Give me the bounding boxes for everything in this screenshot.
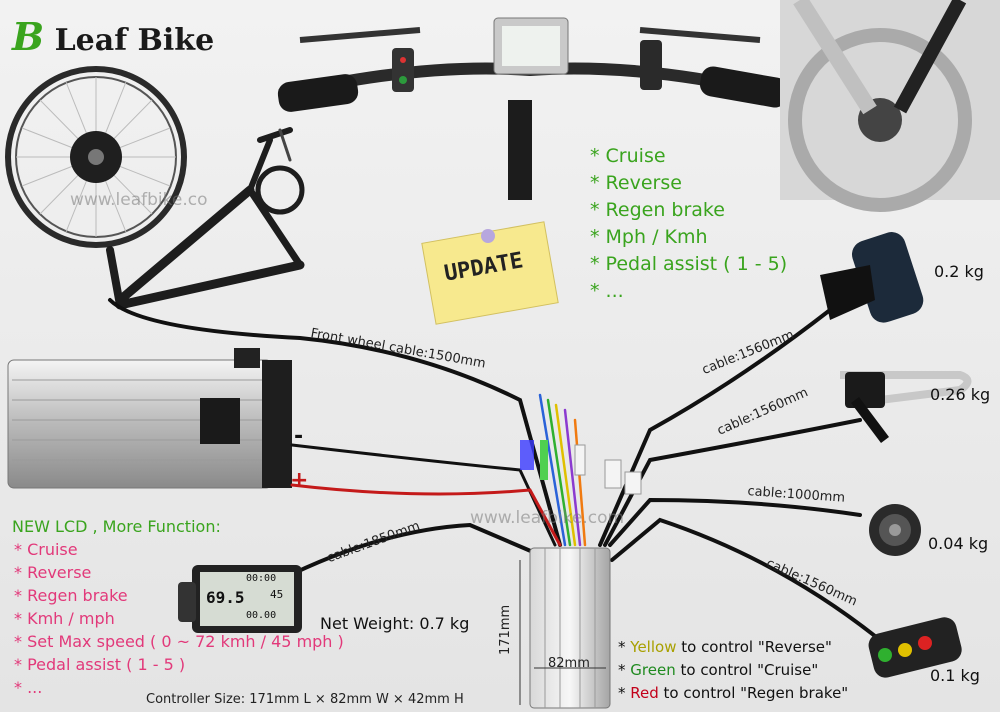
weight-pas: 0.04 kg bbox=[928, 534, 989, 553]
feature-item: * Reverse bbox=[590, 172, 682, 194]
feature-item: * Mph / Kmh bbox=[590, 226, 708, 248]
lcd-display bbox=[178, 565, 302, 633]
controller-size-text: Controller Size: 171mm L × 82mm W × 42mm… bbox=[146, 692, 464, 707]
handlebar bbox=[277, 17, 789, 200]
update-note bbox=[421, 221, 559, 325]
watermark: www.leafbike.com bbox=[470, 508, 625, 528]
lcd-feature-item: * Set Max speed ( 0 ~ 72 kmh / 45 mph ) bbox=[14, 632, 344, 651]
lcd-feature-item: * Regen brake bbox=[14, 586, 128, 605]
weight-switch: 0.1 kg bbox=[930, 666, 980, 685]
legend-green: * Green to control "Cruise" bbox=[618, 661, 818, 679]
brand-name: Leaf Bike bbox=[54, 23, 215, 58]
lcd-feature-item: * Cruise bbox=[14, 540, 78, 559]
hub-motor-wheel bbox=[5, 66, 187, 248]
bike-frame bbox=[106, 127, 305, 310]
lcd-feature-item: * Kmh / mph bbox=[14, 609, 115, 628]
legend-color-word: Green bbox=[630, 661, 676, 679]
lcd-feature-item: * ... bbox=[14, 678, 43, 697]
lcd-screen-speed: 69.5 bbox=[206, 588, 245, 607]
legend-text: to control "Cruise" bbox=[675, 661, 819, 679]
legend-text: to control "Regen brake" bbox=[658, 684, 849, 702]
legend-yellow: * Yellow to control "Reverse" bbox=[618, 638, 832, 656]
legend-color-word: Red bbox=[630, 684, 659, 702]
battery-minus: - bbox=[294, 424, 304, 449]
legend-star: * bbox=[618, 684, 631, 702]
lcd-screen-small: 45 bbox=[270, 588, 284, 601]
brand-logo: B Leaf Bike bbox=[12, 14, 214, 59]
legend-text: to control "Reverse" bbox=[676, 638, 832, 656]
weight-throttle: 0.2 kg bbox=[934, 262, 984, 281]
lcd-screen-trip: 00.00 bbox=[246, 610, 277, 621]
feature-item: * ... bbox=[590, 280, 624, 302]
legend-star: * bbox=[618, 638, 631, 656]
legend-red: * Red to control "Regen brake" bbox=[618, 684, 848, 702]
legend-color-word: Yellow bbox=[630, 638, 677, 656]
throttle bbox=[820, 232, 924, 323]
lcd-feature-item: * Pedal assist ( 1 - 5 ) bbox=[14, 655, 186, 674]
lcd-screen-time: 00:00 bbox=[246, 573, 277, 584]
watermark: www.leafbike.co bbox=[70, 190, 208, 210]
weight-brake: 0.26 kg bbox=[930, 385, 991, 404]
rear-hub-photo bbox=[780, 0, 1000, 212]
brand-logo-letter: B bbox=[12, 14, 45, 59]
feature-item: * Pedal assist ( 1 - 5) bbox=[590, 253, 788, 275]
pas-sensor bbox=[869, 504, 921, 556]
controller-height-label: 171mm bbox=[498, 604, 513, 655]
feature-item: * Cruise bbox=[590, 145, 666, 167]
battery-plus: + bbox=[290, 468, 309, 493]
weight-lcd: Net Weight: 0.7 kg bbox=[320, 614, 470, 633]
legend-star: * bbox=[618, 661, 631, 679]
brake-lever bbox=[840, 371, 972, 443]
feature-item: * Regen brake bbox=[590, 199, 725, 221]
battery-pack bbox=[7, 348, 292, 489]
controller-box bbox=[519, 547, 611, 709]
controller-width-label: 82mm bbox=[548, 656, 590, 671]
lcd-heading: NEW LCD , More Function: bbox=[12, 517, 221, 536]
lcd-feature-item: * Reverse bbox=[14, 563, 92, 582]
function-switch bbox=[868, 617, 962, 678]
cable-harness bbox=[108, 298, 882, 642]
